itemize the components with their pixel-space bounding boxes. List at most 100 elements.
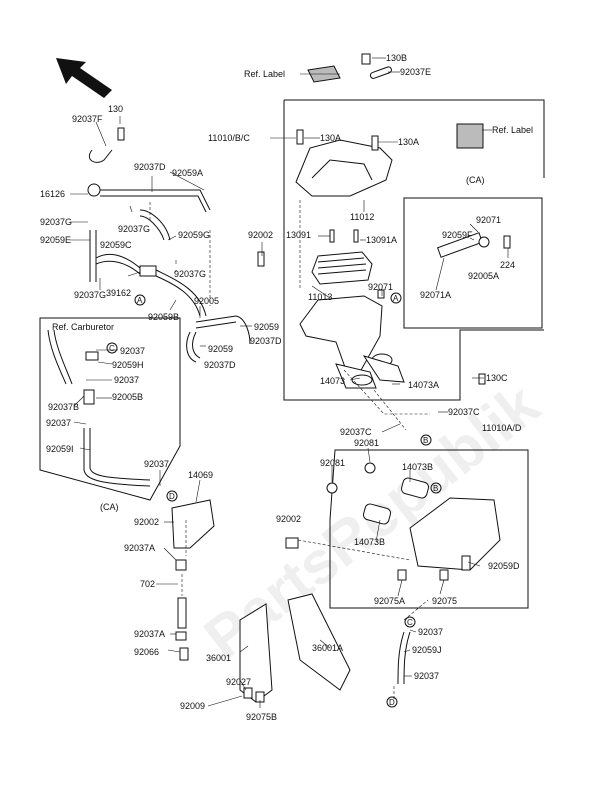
label-92005: 92005 bbox=[194, 296, 219, 306]
label-92081-2: 92081 bbox=[320, 458, 345, 468]
bracket-14069 bbox=[171, 499, 215, 549]
label-92059-1: 92059 bbox=[254, 322, 279, 332]
label-13091: 13091 bbox=[286, 230, 311, 240]
hose-92059 bbox=[195, 315, 237, 329]
boot-14073B-lower bbox=[362, 503, 392, 525]
ref-circle-D-2: D bbox=[386, 696, 398, 708]
label-92071-2: 92071 bbox=[368, 282, 393, 292]
clamp-92059D bbox=[461, 555, 471, 571]
clamp-92037A-2 bbox=[175, 631, 187, 641]
ref-circle-C-2: C bbox=[404, 616, 416, 628]
label-92037B: 92037B bbox=[48, 402, 79, 412]
element-grid bbox=[317, 257, 367, 275]
label-92002-mid: 92002 bbox=[134, 517, 159, 527]
ref-circle-B-2: B bbox=[430, 482, 442, 494]
label-14073B-1: 14073B bbox=[402, 462, 433, 472]
bolt-130A-right bbox=[371, 135, 379, 151]
label-92009: 92009 bbox=[180, 701, 205, 711]
label-92059H: 92059H bbox=[112, 360, 144, 370]
bolt-130B bbox=[361, 53, 371, 65]
dashed-connectors bbox=[149, 200, 430, 700]
label-92037D-2: 92037D bbox=[250, 336, 282, 346]
label-92037G-1: 92037G bbox=[40, 217, 72, 227]
clamp-92071-ca bbox=[478, 236, 490, 248]
bolt-130A-left bbox=[296, 129, 304, 145]
bolt-92009 bbox=[243, 687, 253, 699]
union-16126 bbox=[87, 183, 101, 197]
ref-circle-A-1: A bbox=[134, 294, 146, 306]
label-92059C: 92059C bbox=[100, 240, 132, 250]
label-92005B: 92005B bbox=[112, 392, 143, 402]
bolt-130C bbox=[478, 373, 486, 385]
svg-text:A: A bbox=[137, 296, 143, 305]
label-130A-2: 130A bbox=[398, 137, 419, 147]
label-92059B: 92059B bbox=[148, 312, 179, 322]
hose-92059J bbox=[397, 631, 411, 685]
label-11013: 11013 bbox=[308, 292, 332, 302]
label-92037-2: 92037 bbox=[114, 375, 139, 385]
svg-text:C: C bbox=[407, 618, 413, 627]
label-11010BC: 11010/B/C bbox=[208, 133, 250, 143]
label-92059A: 92059A bbox=[172, 168, 203, 178]
hose-92059G bbox=[139, 209, 171, 241]
svg-text:C: C bbox=[109, 344, 115, 353]
cover-11012 bbox=[295, 139, 393, 197]
label-39162: 39162 bbox=[106, 288, 131, 298]
label-92071: 92071 bbox=[476, 215, 501, 225]
hose-92037F bbox=[88, 149, 113, 163]
label-92002-low: 92002 bbox=[276, 514, 301, 524]
label-92037-1: 92037 bbox=[120, 346, 145, 356]
direction-arrow-icon bbox=[56, 58, 112, 98]
svg-text:B: B bbox=[433, 484, 438, 493]
hose-ref-carb bbox=[47, 329, 73, 385]
duct-right bbox=[362, 355, 405, 383]
label-92037E: 92037E bbox=[400, 67, 431, 77]
svg-text:B: B bbox=[423, 436, 428, 445]
label-11012: 11012 bbox=[350, 212, 374, 222]
label-92037-5: 92037 bbox=[418, 627, 443, 637]
label-14073B-2: 14073B bbox=[354, 537, 385, 547]
joint-92005B bbox=[83, 389, 95, 405]
label-92005A: 92005A bbox=[468, 271, 499, 281]
leader-lines bbox=[70, 57, 509, 708]
frame-lower-box bbox=[329, 449, 529, 609]
cap-92066 bbox=[179, 647, 189, 661]
label-92037C-1: 92037C bbox=[448, 407, 480, 417]
housing-11010 bbox=[299, 295, 383, 373]
label-702: 702 bbox=[140, 579, 155, 589]
label-92059I: 92059I bbox=[46, 444, 74, 454]
label-130A-1: 130A bbox=[320, 133, 341, 143]
label-13091A: 13091A bbox=[366, 235, 397, 245]
screw-92002-low bbox=[285, 537, 299, 549]
valve-39162 bbox=[139, 265, 157, 277]
label-ref-label-top: Ref. Label bbox=[244, 69, 285, 79]
cover-36001 bbox=[239, 603, 273, 703]
hose-92059B bbox=[155, 269, 207, 317]
clip-13091 bbox=[329, 229, 335, 243]
label-92075B: 92075B bbox=[246, 712, 277, 722]
label-92037G-4: 92037G bbox=[74, 290, 106, 300]
label-130C: 130C bbox=[486, 373, 508, 383]
svg-text:D: D bbox=[389, 698, 395, 707]
ref-circle-B-1: B bbox=[420, 434, 432, 446]
label-92002-top: 92002 bbox=[248, 230, 273, 240]
label-130: 130 bbox=[108, 104, 123, 114]
hose-92059-2 bbox=[186, 331, 201, 363]
label-92066: 92066 bbox=[134, 647, 159, 657]
label-92075A: 92075A bbox=[374, 596, 405, 606]
label-92037-4: 92037 bbox=[144, 459, 169, 469]
label-92037C-2: 92037C bbox=[340, 427, 372, 437]
label-14073: 14073 bbox=[320, 376, 345, 386]
label-92027: 92027 bbox=[226, 677, 251, 687]
screw-224 bbox=[503, 235, 511, 249]
ring-92081-2 bbox=[326, 482, 338, 494]
label-ref-label-right: Ref. Label bbox=[492, 125, 533, 135]
label-92059-2: 92059 bbox=[208, 344, 233, 354]
ref-circle-C-1: C bbox=[106, 342, 118, 354]
ref-circle-D-1: D bbox=[166, 490, 178, 502]
hose-92059I bbox=[83, 428, 151, 487]
clip-13091A bbox=[353, 229, 359, 243]
boot-14073B-upper bbox=[400, 477, 430, 499]
label-92037-6: 92037 bbox=[414, 671, 439, 681]
